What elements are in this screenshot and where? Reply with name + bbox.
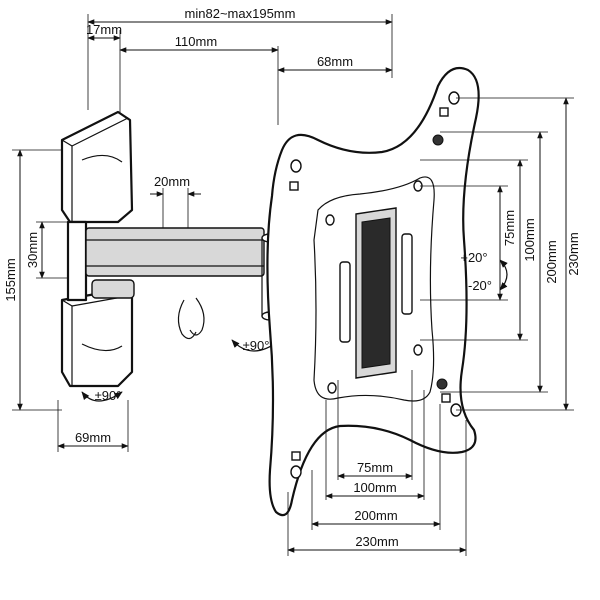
vesa-plate [266,66,480,517]
top-range-label: min82~max195mm [185,6,296,21]
right-dimensions: 230mm 200mm 100mm 75mm [420,97,581,411]
arm-thickness-label: 20mm [154,174,190,189]
vesa-v-75-label: 75mm [502,210,517,246]
vesa-v-100-label: 100mm [522,218,537,261]
wall-plate-width-label: 69mm [75,430,111,445]
vesa-h-230-label: 230mm [355,534,398,549]
vesa-h-100-label: 100mm [353,480,396,495]
tilt-indicator: +20° -20° [460,250,508,293]
arm-swivel-label: ±90° [243,338,270,353]
bottom-dimensions: 75mm 100mm 200mm 230mm [287,370,467,556]
tilt-up-label: +20° [460,250,487,265]
top-middle-label: 110mm [175,34,217,49]
swing-arm [85,227,279,340]
arm-height-label: 30mm [25,232,40,268]
vesa-v-230-label: 230mm [566,232,581,275]
top-left-label: 17mm [86,22,122,37]
wall-swivel-label: ±90° [95,388,122,403]
top-dimensions: min82~max195mm 17mm 110mm 68mm [86,6,393,125]
top-right-label: 68mm [317,54,353,69]
vesa-h-200-label: 200mm [354,508,397,523]
wall-swivel-indicator: ±90° [81,388,123,403]
wall-plate [60,110,134,388]
tilt-down-label: -20° [468,278,492,293]
wall-plate-height-label: 155mm [3,258,18,301]
vesa-h-75-label: 75mm [357,460,393,475]
arm-thickness-dimension: 20mm [150,174,201,232]
vesa-v-200-label: 200mm [544,240,559,283]
